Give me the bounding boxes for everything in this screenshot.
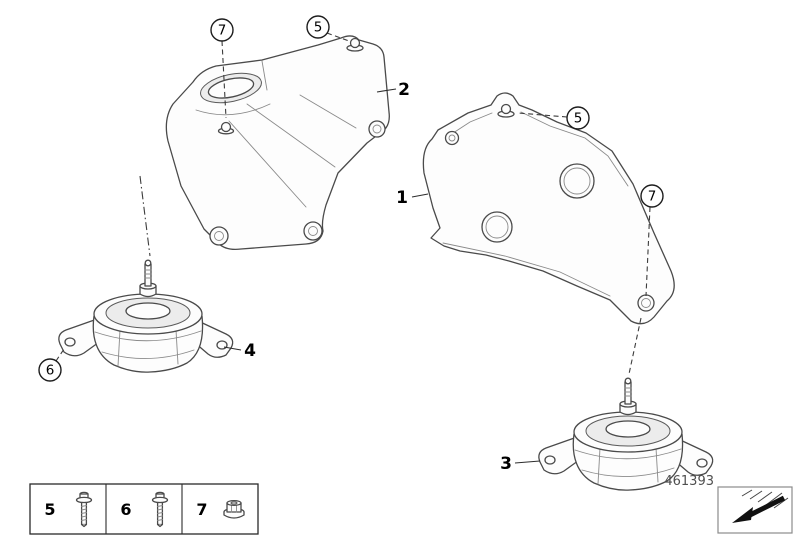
callout-7-right-label: 7 — [648, 189, 657, 205]
callout-5-top-label: 5 — [314, 20, 323, 36]
legend-number-6: 6 — [120, 500, 131, 519]
direction-arrow-icon — [732, 489, 789, 523]
leader-lines — [55, 32, 651, 464]
legend-cell-5[interactable]: 5 — [44, 491, 93, 528]
legend-cell-6[interactable]: 6 — [120, 491, 169, 528]
callout-5-right-label: 5 — [574, 111, 583, 127]
stud-on-bracket-2 — [217, 121, 235, 135]
callout-6-left-label: 6 — [46, 363, 55, 379]
part-mount-4-drawing — [58, 259, 234, 373]
part-bracket-1-drawing — [422, 92, 675, 325]
callout-6-left[interactable]: 6 — [38, 358, 62, 382]
part-label-1[interactable]: 1 — [396, 188, 408, 208]
legend-number-7: 7 — [196, 500, 207, 519]
fastener-legend: 5 6 7 — [29, 483, 259, 535]
diagram-number: 461393 — [664, 474, 714, 489]
legend-number-5: 5 — [44, 500, 55, 519]
callout-7-top[interactable]: 7 — [210, 18, 234, 42]
legend-cell-7[interactable]: 7 — [196, 499, 245, 519]
part-bracket-2-drawing — [165, 35, 390, 251]
callout-5-right[interactable]: 5 — [566, 106, 590, 130]
part-label-3[interactable]: 3 — [500, 454, 512, 474]
hex-flange-nut-icon — [223, 499, 245, 519]
part-label-4[interactable]: 4 — [244, 341, 256, 361]
bolt-on-bracket-2 — [346, 37, 364, 52]
direction-indicator — [717, 486, 793, 534]
callout-5-top[interactable]: 5 — [306, 15, 330, 39]
callout-7-top-label: 7 — [218, 23, 227, 39]
callout-7-right[interactable]: 7 — [640, 184, 664, 208]
bolt-on-bracket-1 — [497, 103, 515, 118]
part-label-2[interactable]: 2 — [398, 80, 410, 100]
